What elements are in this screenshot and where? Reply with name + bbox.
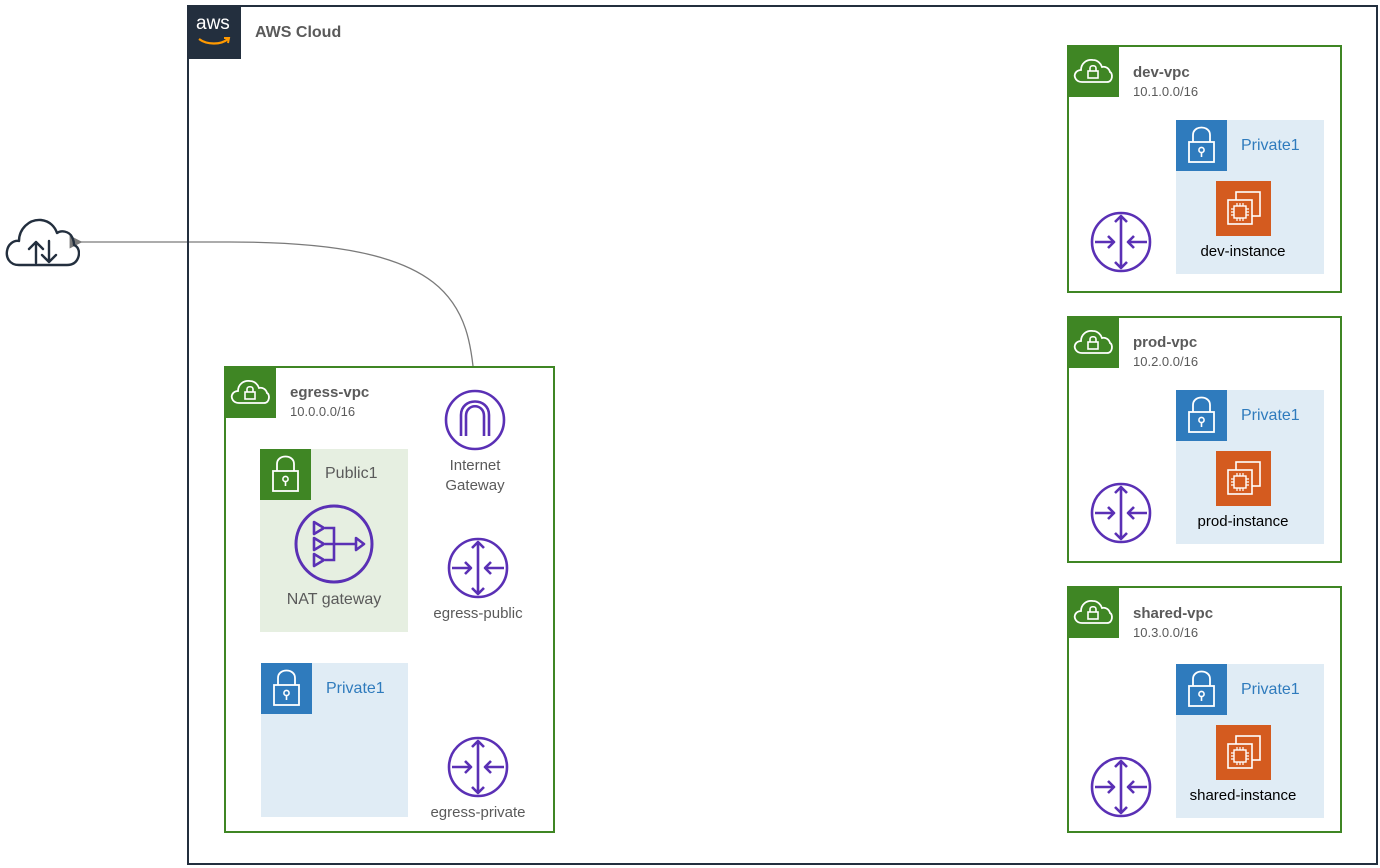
internet-cloud-icon bbox=[5, 215, 80, 269]
internet-gateway-label-line1: Internet bbox=[449, 457, 501, 474]
route-table-icon bbox=[1090, 482, 1152, 544]
aws-cloud-title: AWS Cloud bbox=[255, 24, 342, 41]
instance-label: prod-instance bbox=[1197, 513, 1289, 530]
aws-cloud-container: aws AWS Cloud bbox=[187, 5, 1378, 865]
ec2-instance-icon bbox=[1216, 451, 1271, 506]
vpc-cloud-lock-icon bbox=[224, 366, 276, 418]
aws-logo-text: aws bbox=[196, 13, 230, 34]
subnet-label: Private1 bbox=[1241, 407, 1300, 424]
subnet-label: Private1 bbox=[1241, 137, 1300, 154]
subnet-label: Public1 bbox=[325, 465, 378, 482]
subnet-lock-icon bbox=[1176, 120, 1227, 171]
vpc-cidr: 10.1.0.0/16 bbox=[1133, 84, 1199, 99]
vpc-name: prod-vpc bbox=[1133, 334, 1198, 351]
vpc-name: shared-vpc bbox=[1133, 605, 1214, 622]
subnet-lock-icon bbox=[261, 663, 312, 714]
route-table-icon bbox=[447, 537, 509, 599]
route-table-icon bbox=[1090, 211, 1152, 273]
route-table-icon bbox=[447, 736, 509, 798]
subnet-label: Private1 bbox=[1241, 681, 1300, 698]
aws-logo: aws bbox=[188, 6, 241, 59]
internet-gateway-label: Internet Gateway bbox=[420, 456, 530, 496]
private-subnet: Private1 shared-instance bbox=[1176, 664, 1324, 818]
igw-to-internet-connector bbox=[69, 235, 476, 391]
vpc-cidr: 10.3.0.0/16 bbox=[1133, 625, 1199, 640]
subnet-lock-icon bbox=[260, 449, 311, 500]
ec2-instance-icon bbox=[1216, 725, 1271, 780]
instance-label: dev-instance bbox=[1200, 243, 1286, 260]
vpc-cidr: 10.2.0.0/16 bbox=[1133, 354, 1199, 369]
vpc-cloud-lock-icon bbox=[1067, 586, 1119, 638]
instance-label: shared-instance bbox=[1189, 787, 1297, 804]
private-subnet: Private1 bbox=[261, 663, 408, 817]
vpc-name: dev-vpc bbox=[1133, 64, 1190, 81]
ec2-instance-icon bbox=[1216, 181, 1271, 236]
subnet-label: Private1 bbox=[326, 680, 385, 697]
private-subnet: Private1 dev-instance bbox=[1176, 120, 1324, 274]
internet-gateway-icon bbox=[444, 389, 506, 451]
shared-vpc: shared-vpc 10.3.0.0/16 Private1 shared-i… bbox=[1067, 586, 1342, 833]
subnet-lock-icon bbox=[1176, 390, 1227, 441]
dev-vpc: dev-vpc 10.1.0.0/16 Private1 dev-instanc… bbox=[1067, 45, 1342, 293]
vpc-name: egress-vpc bbox=[290, 384, 370, 401]
private-subnet: Private1 prod-instance bbox=[1176, 390, 1324, 544]
vpc-cloud-lock-icon bbox=[1067, 45, 1119, 97]
public-subnet: Public1 NAT gateway bbox=[260, 449, 408, 632]
nat-gateway-icon bbox=[294, 504, 374, 584]
nat-gateway-label: NAT gateway bbox=[286, 591, 382, 608]
vpc-cidr: 10.0.0.0/16 bbox=[290, 404, 356, 419]
vpc-cloud-lock-icon bbox=[1067, 316, 1119, 368]
egress-private-label: egress-private bbox=[430, 804, 526, 821]
route-table-icon bbox=[1090, 756, 1152, 818]
egress-public-label: egress-public bbox=[433, 605, 523, 622]
internet-gateway-label-line2: Gateway bbox=[445, 477, 505, 494]
subnet-lock-icon bbox=[1176, 664, 1227, 715]
